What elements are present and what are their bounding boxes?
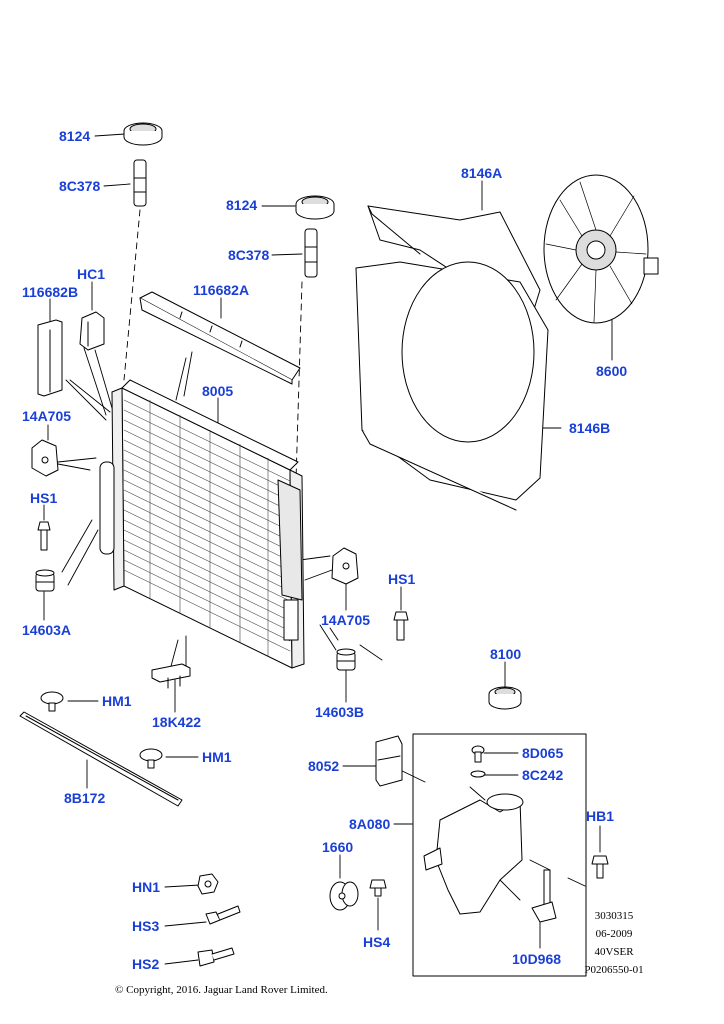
filler-neck-8C378-right xyxy=(304,228,318,278)
fan-cowl-8146B xyxy=(355,261,549,511)
label-8052[interactable]: 8052 xyxy=(308,758,340,774)
radiator-8005 xyxy=(99,379,305,669)
label-HS4[interactable]: HS4 xyxy=(363,934,391,950)
screw-HS1-right xyxy=(393,611,409,641)
label-1660[interactable]: 1660 xyxy=(322,839,354,855)
label-HM1-left[interactable]: HM1 xyxy=(102,693,132,709)
reference-line-1: 3030315 xyxy=(594,910,634,922)
screw-HS3 xyxy=(205,905,241,925)
reference-line-2: 06-2009 xyxy=(595,928,633,940)
reservoir-8A080 xyxy=(423,793,524,915)
clip-HC1 xyxy=(79,311,105,351)
radiator-cap-8124-top xyxy=(123,122,163,146)
nut-HN1 xyxy=(197,873,219,895)
bracket-8052 xyxy=(375,735,403,787)
o-ring-8C242 xyxy=(470,770,486,778)
label-8100[interactable]: 8100 xyxy=(490,646,522,662)
label-8C378-top[interactable]: 8C378 xyxy=(59,178,101,194)
label-8D065[interactable]: 8D065 xyxy=(522,745,564,761)
reference-block: 3030315 06-2009 40VSER P0206550-01 xyxy=(580,907,648,979)
label-HC1[interactable]: HC1 xyxy=(77,266,106,282)
label-8C242[interactable]: 8C242 xyxy=(522,767,564,783)
radiator-cap-8124-right xyxy=(295,195,335,220)
reference-line-3: 40VSER xyxy=(594,946,634,958)
isolator-1660 xyxy=(329,881,359,911)
label-14603A[interactable]: 14603A xyxy=(22,622,72,638)
bolt-HB1 xyxy=(591,855,609,879)
reservoir-kit-box xyxy=(412,733,587,977)
label-HS2[interactable]: HS2 xyxy=(132,956,160,972)
clip-HM1-left xyxy=(40,691,64,712)
label-8A080[interactable]: 8A080 xyxy=(349,816,391,832)
bar-8B172 xyxy=(19,711,183,807)
label-8146A[interactable]: 8146A xyxy=(461,165,503,181)
reference-line-4: P0206550-01 xyxy=(584,964,644,976)
label-HB1[interactable]: HB1 xyxy=(586,808,615,824)
label-14A705-right[interactable]: 14A705 xyxy=(321,612,371,628)
label-8B172[interactable]: 8B172 xyxy=(64,790,106,806)
cap-8100 xyxy=(488,686,522,710)
screw-HS1-left xyxy=(37,521,51,551)
label-HS1-left[interactable]: HS1 xyxy=(30,490,58,506)
seal-116682B xyxy=(37,319,63,397)
sensor-10D968 xyxy=(531,869,557,923)
assembly-dashed-lines xyxy=(123,209,303,481)
label-10D968[interactable]: 10D968 xyxy=(512,951,562,967)
bracket-18K422 xyxy=(151,663,191,689)
label-8146B[interactable]: 8146B xyxy=(569,420,611,436)
label-8124-top[interactable]: 8124 xyxy=(59,128,91,144)
label-18K422[interactable]: 18K422 xyxy=(152,714,202,730)
copyright-notice: © Copyright, 2016. Jaguar Land Rover Lim… xyxy=(115,984,328,996)
label-14A705-left[interactable]: 14A705 xyxy=(22,408,72,424)
screw-HS4 xyxy=(369,879,387,897)
bleed-screw-8D065 xyxy=(471,745,485,763)
label-8124-right[interactable]: 8124 xyxy=(226,197,258,213)
bracket-14A705-right xyxy=(331,547,359,585)
label-8C378-right[interactable]: 8C378 xyxy=(228,247,270,263)
label-14603B[interactable]: 14603B xyxy=(315,704,365,720)
fan-8600 xyxy=(543,174,659,324)
label-8005[interactable]: 8005 xyxy=(202,383,234,399)
mount-14603A xyxy=(35,569,55,592)
label-HS3[interactable]: HS3 xyxy=(132,918,160,934)
mount-14603B xyxy=(336,648,356,671)
label-HS1-right[interactable]: HS1 xyxy=(388,571,416,587)
bracket-14A705-left xyxy=(31,439,59,477)
screw-HS2 xyxy=(197,947,235,967)
seal-116682A xyxy=(139,291,301,385)
clip-HM1-right xyxy=(139,748,163,769)
label-116682A[interactable]: 116682A xyxy=(193,282,250,298)
label-8600[interactable]: 8600 xyxy=(596,363,628,379)
label-HM1-right[interactable]: HM1 xyxy=(202,749,232,765)
label-116682B[interactable]: 116682B xyxy=(22,284,79,300)
label-HN1[interactable]: HN1 xyxy=(132,879,161,895)
filler-neck-8C378-top xyxy=(133,159,147,207)
